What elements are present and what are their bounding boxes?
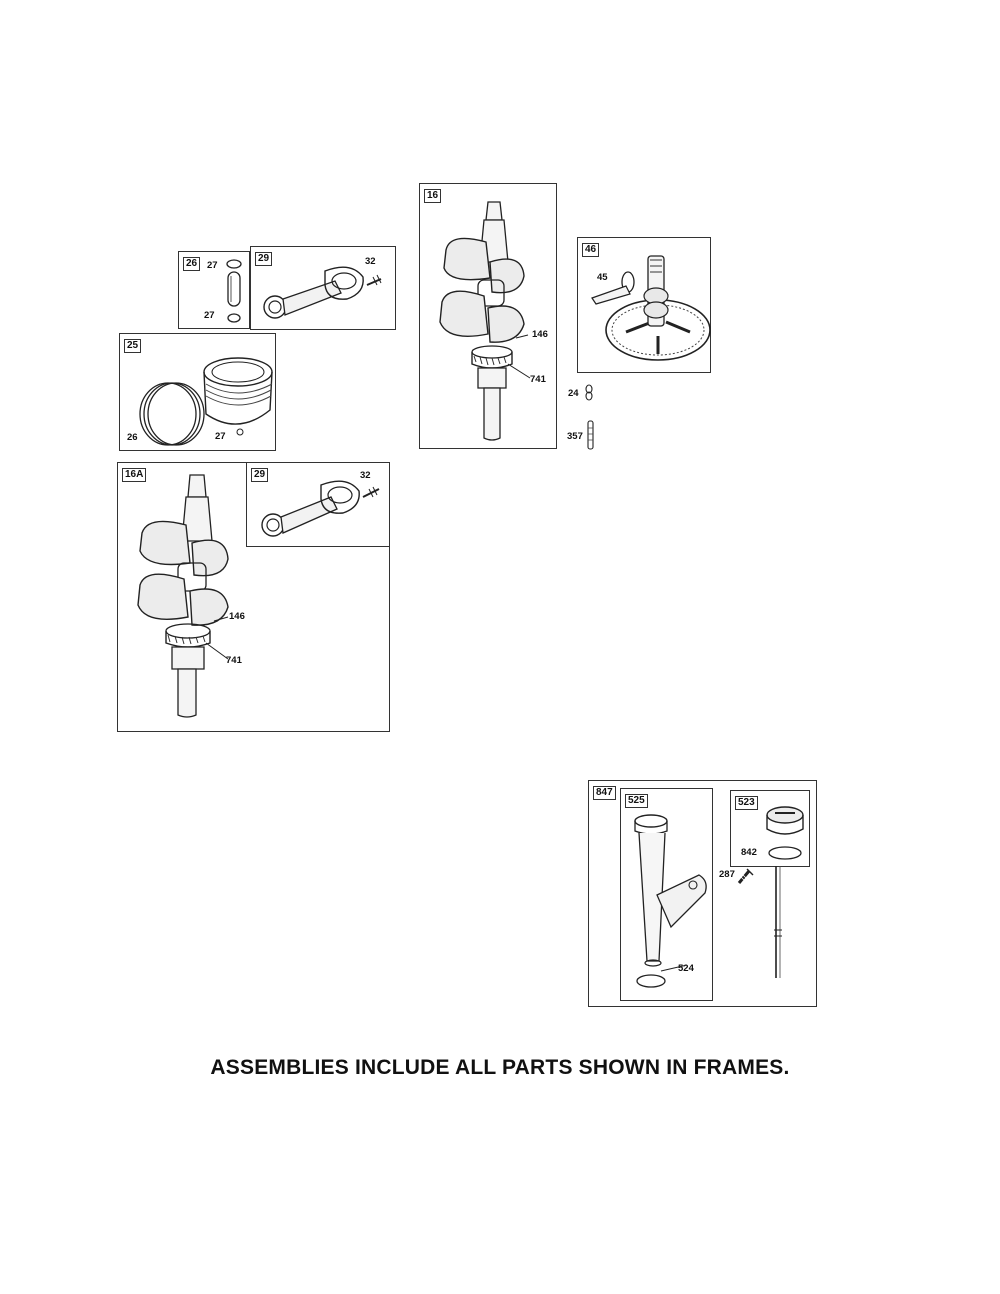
part-label-287: 287 — [719, 869, 735, 880]
frame-29-top-tag: 29 — [255, 252, 273, 266]
frame-525-tag: 525 — [625, 794, 648, 808]
frame-523: 523 842 — [730, 790, 810, 867]
frame-16-label-146: 146 — [532, 329, 548, 340]
frame-29-top-label-32: 32 — [365, 256, 376, 267]
crankshaft-16A-drawing — [132, 471, 252, 729]
frame-29-bottom-tag: 29 — [251, 468, 269, 482]
frame-29-bottom-label-32: 32 — [360, 470, 371, 481]
part-287-drawing — [735, 865, 757, 887]
frame-25-label-26: 26 — [127, 432, 138, 443]
frame-46: 46 45 — [577, 237, 711, 373]
frame-523-tag: 523 — [735, 796, 758, 810]
piston-and-rings-drawing — [128, 344, 276, 449]
part-label-24: 24 — [568, 388, 579, 399]
frame-29-top: 29 32 — [250, 246, 396, 330]
crankshaft-16-drawing — [430, 192, 550, 450]
part-24-drawing — [585, 384, 595, 402]
frame-25: 25 26 27 — [119, 333, 276, 451]
frame-16A-tag: 16A — [122, 468, 147, 482]
frame-847: 847 524 287 — [588, 780, 817, 1007]
frame-847-label-524: 524 — [678, 963, 694, 974]
connecting-rod-top-drawing — [255, 259, 395, 329]
frame-16-tag: 16 — [424, 189, 442, 203]
frame-26: 26 27 27 — [178, 251, 250, 329]
frame-16: 16 146 741 — [419, 183, 557, 449]
connecting-rod-bottom-drawing — [251, 475, 389, 545]
piston-pin-drawing — [219, 254, 249, 326]
footer-note: ASSEMBLIES INCLUDE ALL PARTS SHOWN IN FR… — [210, 1056, 790, 1079]
frame-26-tag: 26 — [183, 257, 201, 271]
frame-46-tag: 46 — [582, 243, 600, 257]
frame-16A-label-741: 741 — [226, 655, 242, 666]
frame-523-label-842: 842 — [741, 847, 757, 858]
frame-25-tag: 25 — [124, 339, 142, 353]
frame-847-tag: 847 — [593, 786, 616, 800]
frame-16A-label-146: 146 — [229, 611, 245, 622]
dipstick-tube-drawing — [625, 811, 713, 1001]
frame-29-bottom: 29 32 — [246, 462, 390, 547]
frame-16-label-741: 741 — [530, 374, 546, 385]
part-label-357: 357 — [567, 431, 583, 442]
frame-525: 525 — [620, 788, 713, 1001]
dipstick-rod-drawing — [774, 866, 782, 982]
dipstick-cap-drawing — [761, 801, 809, 863]
part-357-drawing — [587, 420, 595, 450]
frame-46-label-45: 45 — [597, 272, 608, 283]
frame-25-label-27: 27 — [215, 431, 226, 442]
frame-26-label-27a: 27 — [207, 260, 218, 271]
frame-26-label-27b: 27 — [204, 310, 215, 321]
camshaft-gear-drawing — [586, 246, 714, 372]
